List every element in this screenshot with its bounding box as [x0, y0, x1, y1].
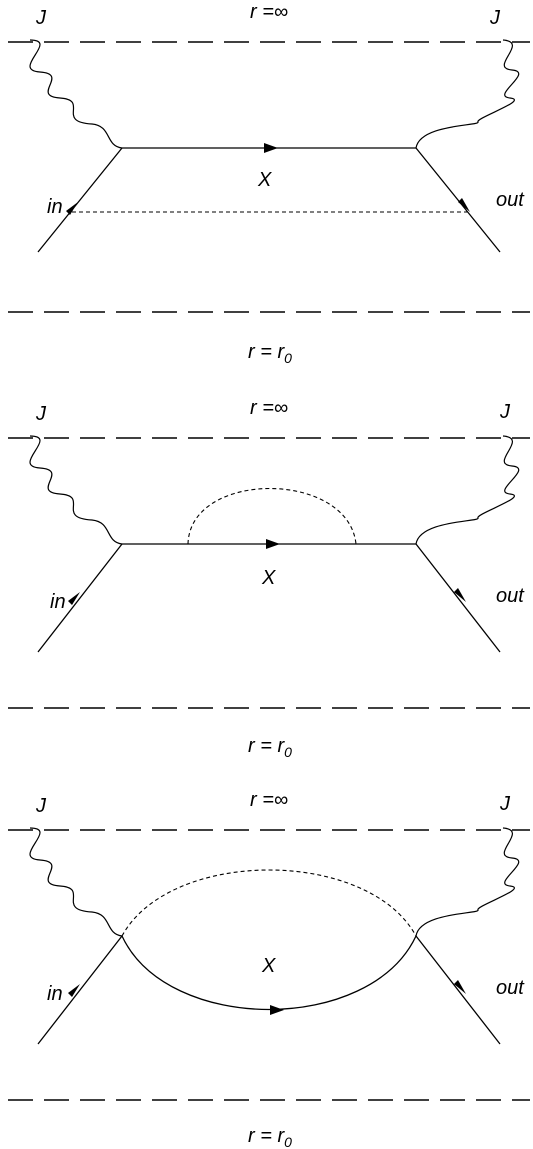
- particle-label: X: [261, 567, 276, 589]
- outgoing-line: [415, 147, 501, 253]
- incoming-label: in: [47, 196, 63, 218]
- source-right-label: J: [489, 7, 501, 29]
- source-left-label: J: [35, 7, 47, 29]
- boundary-bottom-label: r = r0: [248, 341, 292, 366]
- incoming-arrow: [68, 592, 80, 605]
- boundary-bottom-label: r = r0: [248, 735, 292, 760]
- source-left-label: J: [35, 403, 47, 425]
- propagator-x-arrow: [270, 1005, 284, 1015]
- source-left-wave: [29, 435, 123, 545]
- ghost-arc: [121, 869, 417, 937]
- source-left-label: J: [35, 795, 47, 817]
- source-right-wave: [415, 39, 520, 149]
- outgoing-arrow: [454, 588, 466, 602]
- outgoing-label: out: [496, 189, 525, 211]
- diagram-1: r =∞ J J X in out r = r0: [8, 1, 530, 366]
- incoming-label: in: [47, 983, 63, 1005]
- outgoing-label: out: [496, 585, 525, 607]
- outgoing-arrow: [458, 198, 470, 212]
- outgoing-arrow: [454, 980, 466, 994]
- source-left-wave: [29, 827, 123, 937]
- source-right-wave: [415, 435, 520, 545]
- incoming-line: [37, 147, 123, 253]
- source-right-label: J: [499, 401, 511, 423]
- incoming-arrow: [66, 202, 78, 215]
- diagram-2: r =∞ J J X in out r = r0: [8, 397, 530, 760]
- propagator-x-arc: [121, 935, 417, 1010]
- boundary-top-label: r =∞: [250, 789, 288, 811]
- incoming-arrow: [68, 984, 80, 997]
- incoming-label: in: [50, 591, 66, 613]
- source-left-wave: [29, 39, 123, 149]
- diagram-3: r =∞ J J X in out r = r0: [8, 789, 530, 1149]
- outgoing-line: [415, 543, 501, 653]
- boundary-bottom-label: r = r0: [248, 1125, 292, 1149]
- propagator-x-arrow: [266, 539, 280, 549]
- outgoing-line: [415, 935, 501, 1045]
- incoming-line: [37, 935, 123, 1045]
- boundary-top-label: r =∞: [250, 1, 288, 23]
- source-right-wave: [415, 827, 520, 937]
- boundary-top-label: r =∞: [250, 397, 288, 419]
- outgoing-label: out: [496, 977, 525, 999]
- particle-label: X: [257, 169, 272, 191]
- particle-label: X: [261, 955, 276, 977]
- propagator-x-arrow: [264, 143, 278, 153]
- ghost-loop: [187, 487, 357, 545]
- incoming-line: [37, 543, 123, 653]
- source-right-label: J: [499, 793, 511, 815]
